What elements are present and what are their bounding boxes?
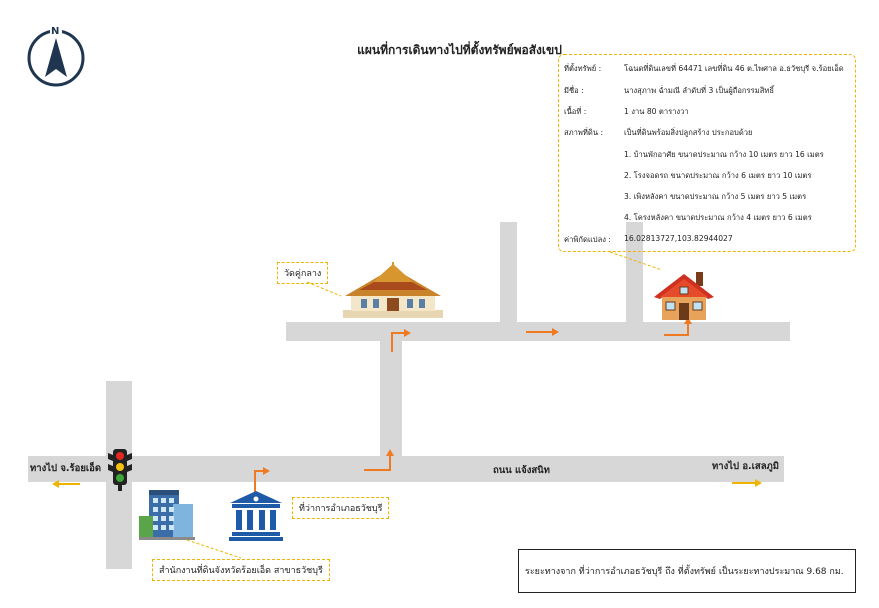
info-item: 4. โครงหลังคา ขนาดประมาณ กว้าง 4 เมตร ยา… — [624, 213, 812, 222]
office-building-icon — [139, 486, 195, 544]
upper-branch-road — [500, 222, 517, 324]
info-pointer — [609, 251, 663, 271]
direction-label-left: ทางไป จ.ร้อยเอ็ด — [30, 463, 102, 474]
info-label-condition: สภาพที่ดิน : — [564, 128, 604, 137]
info-value-area: 1 งาน 80 ตารางวา — [624, 107, 689, 116]
land-office-pointer — [186, 539, 242, 559]
distance-note: ระยะทางจาก ที่ว่าการอำเภอธวัชบุรี ถึง ที… — [518, 549, 856, 593]
temple-icon — [343, 262, 443, 326]
info-value-owner: นางสุภาพ ฉ่ำมณี ลำดับที่ 3 เป็นผู้ถือกรร… — [624, 86, 774, 95]
temple-pointer — [306, 281, 342, 297]
temple-label: วัดคู่กลาง — [277, 262, 329, 284]
map-title: แผนที่การเดินทางไปที่ตั้งทรัพย์พอสังเขป — [357, 43, 562, 57]
traffic-light-icon — [108, 449, 132, 495]
info-item: 1. บ้านพักอาศัย ขนาดประมาณ กว้าง 10 เมตร… — [624, 150, 824, 159]
info-label-area: เนื้อที่ : — [564, 107, 587, 116]
district-office-label: ที่ว่าการอำเภอธวัชบุรี — [292, 497, 390, 519]
info-label-coordinates: ค่าพิกัดแปลง : — [564, 235, 611, 244]
main-road — [28, 456, 784, 482]
info-label-owner: มีชื่อ : — [564, 86, 584, 95]
info-item: 2. โรงจอดรถ ขนาดประมาณ กว้าง 6 เมตร ยาว … — [624, 171, 812, 180]
info-label-location: ที่ตั้งทรัพย์ : — [564, 64, 602, 73]
right-arrow-icon — [732, 472, 762, 491]
property-branch-road — [626, 222, 643, 324]
north-arrow-icon: N — [26, 26, 86, 88]
info-value-location: โฉนดที่ดินเลขที่ 64471 เลขที่ดิน 46 ต.ไพ… — [624, 64, 844, 73]
land-office-label: สำนักงานที่ดินจังหวัดร้อยเอ็ด สาขาธวัชบุ… — [152, 559, 330, 581]
house-icon — [652, 270, 716, 326]
info-value-condition: เป็นที่ดินพร้อมสิ่งปลูกสร้าง ประกอบด้วย — [624, 128, 753, 137]
north-label: N — [51, 26, 60, 37]
property-info-box: ที่ตั้งทรัพย์ : โฉนดที่ดินเลขที่ 64471 เ… — [558, 54, 856, 252]
road-name: ถนน แจ้งสนิท — [493, 465, 550, 476]
government-building-icon — [229, 489, 283, 545]
info-item: 3. เพิงหลังคา ขนาดประมาณ กว้าง 5 เมตร ยา… — [624, 192, 807, 201]
info-value-coordinates: 16.02813727,103.82944027 — [624, 234, 733, 243]
connector-road — [380, 340, 402, 458]
direction-label-right: ทางไป อ.เสลภูมิ — [712, 461, 780, 472]
left-arrow-icon — [52, 473, 82, 492]
